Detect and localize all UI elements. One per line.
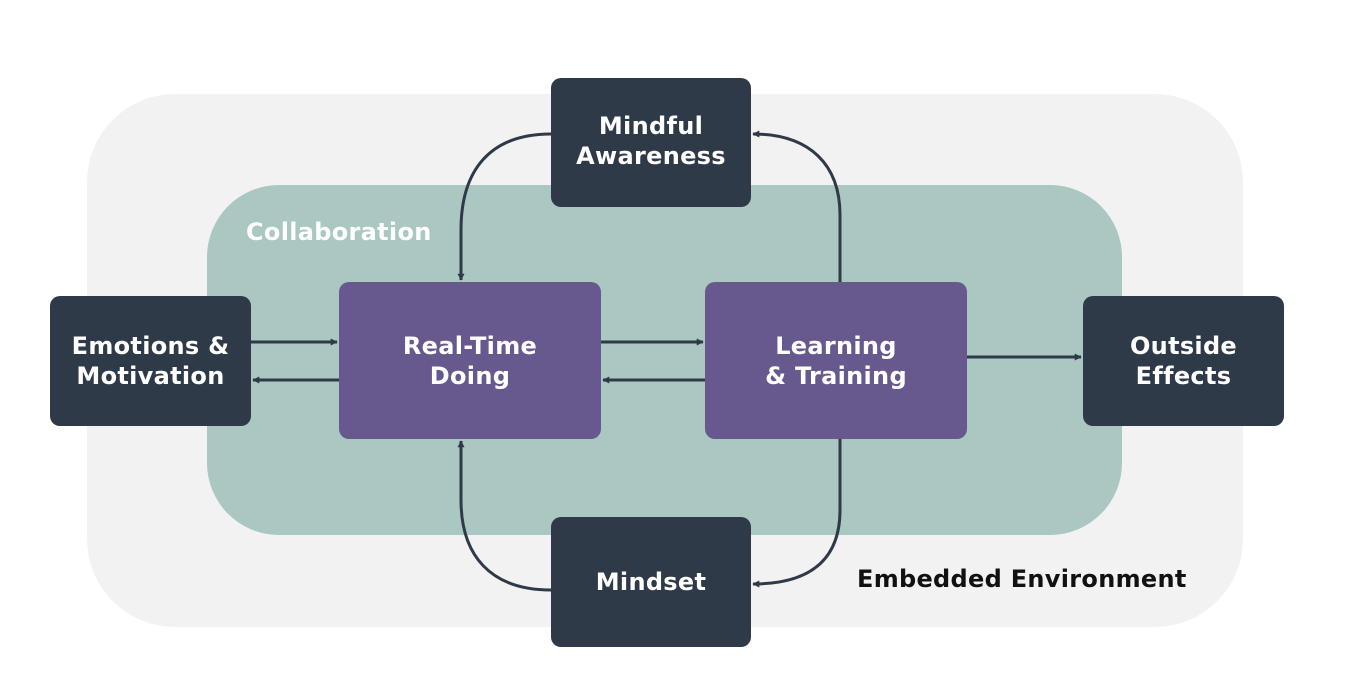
node-label: Mindful Awareness bbox=[576, 112, 726, 170]
edge-learning-to-mindful bbox=[752, 130, 842, 282]
node-label: Emotions & Motivation bbox=[71, 332, 230, 390]
collaboration-label: Collaboration bbox=[246, 218, 432, 246]
node-label: Learning & Training bbox=[765, 331, 907, 390]
node-learning-training: Learning & Training bbox=[705, 282, 967, 439]
node-mindful-awareness: Mindful Awareness bbox=[551, 78, 751, 207]
edge-mindset-to-realtime bbox=[457, 440, 552, 592]
embedded-environment-label: Embedded Environment bbox=[857, 565, 1187, 593]
node-label: Mindset bbox=[595, 568, 707, 596]
edge-mindful-to-realtime bbox=[457, 132, 552, 281]
node-emotions-motivation: Emotions & Motivation bbox=[50, 296, 251, 426]
node-label: Real-Time Doing bbox=[402, 331, 538, 390]
node-real-time-doing: Real-Time Doing bbox=[339, 282, 601, 439]
edge-learning-to-mindset bbox=[752, 439, 842, 588]
node-label: Outside Effects bbox=[1129, 332, 1238, 390]
node-outside-effects: Outside Effects bbox=[1083, 296, 1284, 426]
node-mindset: Mindset bbox=[551, 517, 751, 647]
